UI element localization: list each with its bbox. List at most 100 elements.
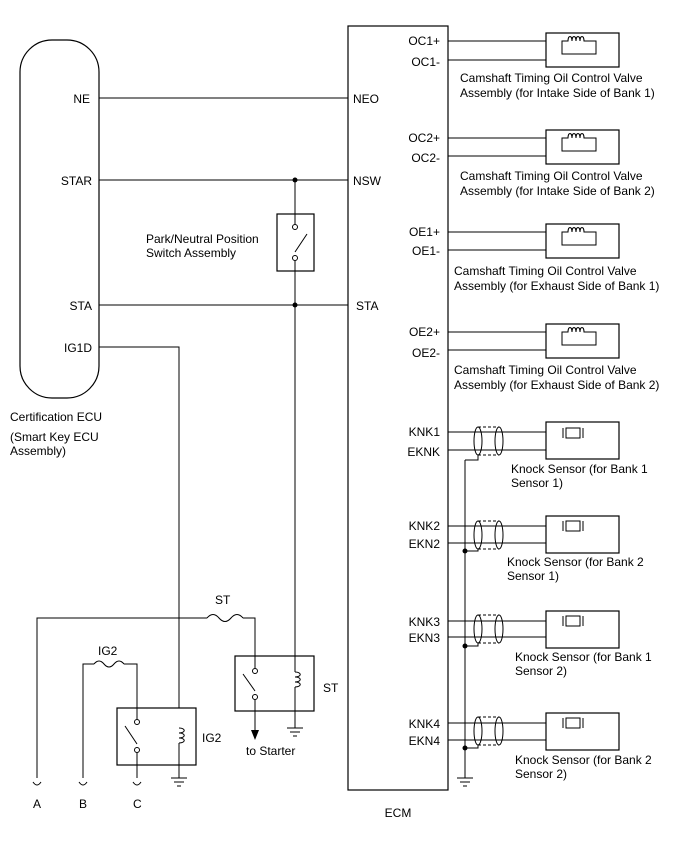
wire-ig2-fuse-out bbox=[124, 663, 138, 708]
wire-st-fuse-out bbox=[243, 617, 256, 656]
shield-1-left bbox=[473, 426, 483, 456]
valve-4-box bbox=[545, 323, 620, 359]
knock-sensor-4-box bbox=[545, 712, 620, 751]
pnp-label-2: Switch Assembly bbox=[146, 246, 236, 260]
ecm-pin-nsw: NSW bbox=[353, 174, 382, 188]
certification-ecu-box bbox=[19, 39, 100, 399]
knock-sensor-1-label-1: Knock Sensor (for Bank 1 bbox=[511, 462, 648, 476]
valve-3-coil bbox=[561, 227, 597, 246]
shield-4-right bbox=[494, 716, 504, 746]
ecm-pin-ekn2: EKN2 bbox=[409, 537, 441, 551]
knock-sensor-1-box bbox=[545, 421, 620, 460]
pnp-switch-blade bbox=[294, 233, 308, 253]
shield-junction-2 bbox=[462, 548, 468, 554]
ecm-pin-sta: STA bbox=[356, 299, 378, 313]
valve-1-label-2: Assembly (for Intake Side of Bank 1) bbox=[460, 86, 655, 100]
cert-ecu-name-1: Certification ECU bbox=[10, 410, 102, 424]
shield-3-left bbox=[473, 614, 483, 644]
valve-1: OC1+ OC1- Camshaft Timing Oil Control Va… bbox=[408, 32, 655, 100]
connector-a-label: A bbox=[33, 797, 41, 811]
valve-1-coil bbox=[561, 36, 597, 55]
ecm-name: ECM bbox=[385, 806, 412, 820]
valve-3-label-2: Assembly (for Exhaust Side of Bank 1) bbox=[454, 279, 659, 293]
shield-3-right bbox=[494, 614, 504, 644]
knock-sensor-2-label-1: Knock Sensor (for Bank 2 bbox=[507, 555, 644, 569]
ig2-switch-blade bbox=[124, 725, 138, 745]
knock-sensor-4: KNK4 EKN4 Knock Sensor (for Bank 2 Senso… bbox=[409, 712, 652, 781]
valve-3-label-1: Camshaft Timing Oil Control Valve bbox=[454, 264, 637, 278]
valve-4-label-2: Assembly (for Exhaust Side of Bank 2) bbox=[454, 378, 659, 392]
ecm-pin-ekn3: EKN3 bbox=[409, 631, 441, 645]
valve-1-box bbox=[545, 32, 620, 68]
ecm-pin-knk1: KNK1 bbox=[409, 425, 441, 439]
valve-2-coil bbox=[561, 133, 597, 152]
cert-ecu-pin-ne: NE bbox=[73, 92, 90, 106]
valve-2-label-2: Assembly (for Intake Side of Bank 2) bbox=[460, 184, 655, 198]
ig2-relay-box bbox=[116, 707, 197, 766]
cert-ecu-pin-ig1d: IG1D bbox=[64, 341, 92, 355]
ig2-contact-top bbox=[134, 719, 140, 725]
knock-sensor-4-element bbox=[565, 717, 581, 729]
connector-b-mark bbox=[78, 781, 88, 786]
to-starter-arrow bbox=[251, 730, 259, 740]
st-contact-bottom bbox=[252, 694, 258, 700]
connector-b-label: B bbox=[79, 797, 87, 811]
pnp-contact-top bbox=[292, 224, 298, 230]
st-relay-coil bbox=[294, 671, 301, 688]
st-relay-box bbox=[234, 655, 315, 712]
ecm-pin-knk3: KNK3 bbox=[409, 615, 441, 629]
ecm-pin-ekn4: EKN4 bbox=[409, 734, 441, 748]
connector-a-mark bbox=[32, 781, 42, 786]
knock-sensor-1: KNK1 EKNK Knock Sensor (for Bank 1 Senso… bbox=[407, 421, 648, 490]
valve-2-box bbox=[545, 129, 620, 165]
ecm-pin-oe2m: OE2- bbox=[412, 346, 440, 360]
knock-sensor-3-element bbox=[565, 615, 581, 627]
knock-sensor-3-label-1: Knock Sensor (for Bank 1 bbox=[515, 650, 652, 664]
wire-ig1d-ig2 bbox=[99, 346, 180, 708]
shield-junction-4 bbox=[462, 745, 468, 751]
shield-junction-3 bbox=[462, 643, 468, 649]
wire-st-fuse bbox=[36, 617, 207, 778]
fuse-st-symbol bbox=[206, 614, 244, 622]
connector-c-mark bbox=[132, 781, 142, 786]
shield-2-right bbox=[494, 520, 504, 550]
valve-2-label-1: Camshaft Timing Oil Control Valve bbox=[460, 169, 643, 183]
wire-ig2-fuse bbox=[82, 663, 94, 778]
ecm-pin-eknk: EKNK bbox=[407, 445, 440, 459]
knock-sensor-4-label-1: Knock Sensor (for Bank 2 bbox=[515, 753, 652, 767]
ig2-contact-bottom bbox=[134, 747, 140, 753]
cert-ecu-pin-sta: STA bbox=[70, 299, 92, 313]
shield-4-left bbox=[473, 716, 483, 746]
cert-ecu-name-2: (Smart Key ECU bbox=[10, 430, 99, 444]
valve-4-coil bbox=[561, 327, 597, 346]
to-starter-label: to Starter bbox=[246, 744, 295, 758]
knock-sensor-4-label-2: Sensor 2) bbox=[515, 767, 567, 781]
shield-2-left bbox=[473, 520, 483, 550]
knock-sensor-2: KNK2 EKN2 Knock Sensor (for Bank 2 Senso… bbox=[409, 515, 644, 583]
ecm-pin-knk2: KNK2 bbox=[409, 519, 441, 533]
knock-sensor-3-label-2: Sensor 2) bbox=[515, 664, 567, 678]
ecm-box bbox=[347, 25, 449, 791]
ecm-pin-oc2p: OC2+ bbox=[408, 131, 440, 145]
ecm-pin-oc2m: OC2- bbox=[411, 151, 440, 165]
pnp-contact-bottom bbox=[292, 255, 298, 261]
valve-3: OE1+ OE1- Camshaft Timing Oil Control Va… bbox=[409, 223, 659, 293]
knock-sensor-2-label-2: Sensor 1) bbox=[507, 569, 559, 583]
ecm-pin-oc1p: OC1+ bbox=[408, 34, 440, 48]
valve-4: OE2+ OE2- Camshaft Timing Oil Control Va… bbox=[409, 323, 659, 392]
valve-4-label-1: Camshaft Timing Oil Control Valve bbox=[454, 363, 637, 377]
valve-3-box bbox=[545, 223, 620, 259]
fuse-ig2-symbol bbox=[93, 660, 125, 668]
fuse-ig2-label: IG2 bbox=[98, 644, 118, 658]
ecm-pin-oc1m: OC1- bbox=[411, 55, 440, 69]
valve-2: OC2+ OC2- Camshaft Timing Oil Control Va… bbox=[408, 129, 655, 198]
knock-sensor-1-element bbox=[565, 427, 581, 439]
ecm-pin-oe2p: OE2+ bbox=[409, 325, 440, 339]
cert-ecu-pin-star: STAR bbox=[61, 174, 92, 188]
st-relay-label: ST bbox=[323, 681, 339, 695]
ig2-relay-label: IG2 bbox=[202, 731, 222, 745]
ig2-relay-coil bbox=[178, 727, 185, 744]
cert-ecu-name-3: Assembly) bbox=[10, 444, 66, 458]
knock-sensor-2-element bbox=[565, 520, 581, 532]
